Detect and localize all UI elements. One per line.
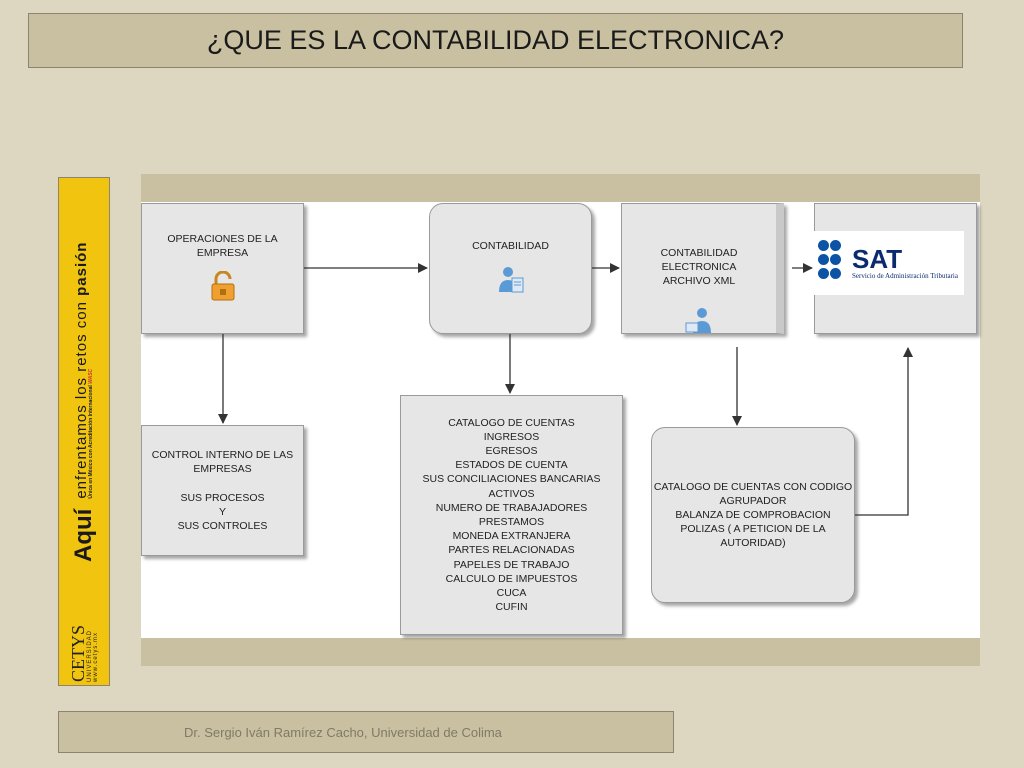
slide-title: ¿QUE ES LA CONTABILIDAD ELECTRONICA? [206,25,785,55]
sat-full-name: Servicio de Administración Tributaria [852,272,958,280]
contabilidad-electronica-box: CONTABILIDAD ELECTRONICA ARCHIVO XML [621,203,784,334]
person-document-icon [496,264,526,298]
footer-bar: Dr. Sergio Iván Ramírez Cacho, Universid… [58,711,674,753]
cetys-banner: CETYS UNIVERSIDAD www.cetys.mx Aquí enfr… [58,177,110,686]
catalogo-cuentas-box: CATALOGO DE CUENTAS INGRESOS EGRESOS EST… [400,395,623,635]
catalogo-agrupador-box: CATALOGO DE CUENTAS CON CODIGO AGRUPADOR… [651,427,855,603]
footer-credit: Dr. Sergio Iván Ramírez Cacho, Universid… [184,725,502,740]
open-padlock-icon [210,270,236,305]
control-interno-box: CONTROL INTERNO DE LAS EMPRESAS SUS PROC… [141,425,304,556]
sat-name: SAT [852,244,903,274]
person-computer-icon [684,305,714,339]
slide-title-bar: ¿QUE ES LA CONTABILIDAD ELECTRONICA? [28,13,963,68]
operaciones-box: OPERACIONES DE LA EMPRESA [141,203,304,334]
sat-logo-icon: SAT Servicio de Administración Tributari… [814,231,964,295]
arrow-agrupador-sat [855,347,913,516]
contabilidad-box: CONTABILIDAD [429,203,592,334]
